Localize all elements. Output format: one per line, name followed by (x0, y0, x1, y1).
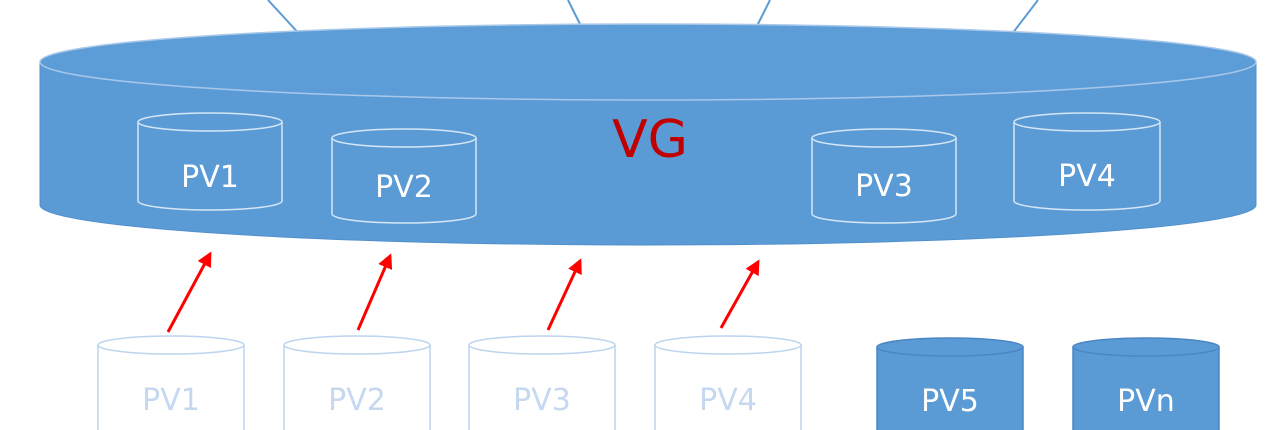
vg-pv-1: PV1 (137, 112, 283, 211)
vg-pv-3-label: PV3 (855, 169, 913, 204)
connector-line-4 (1011, 0, 1039, 35)
arrow-up-right-icon (719, 259, 760, 329)
available-pv-n-label: PVn (1117, 384, 1175, 419)
vg-label: VG (612, 110, 688, 170)
vg-pv-3: PV3 (811, 128, 957, 224)
arrow-up-right-icon (356, 253, 393, 331)
vg-pv-group: PV1 PV2 PV3 PV4 (137, 112, 1161, 224)
free-pv-1: PV1 (97, 335, 245, 430)
free-pv-2-label: PV2 (328, 383, 386, 418)
connector-line-2 (567, 0, 583, 29)
free-pv-2: PV2 (283, 335, 431, 430)
connector-line-3 (755, 0, 771, 29)
vg-pv-2-label: PV2 (375, 170, 433, 205)
vg-cylinder: VG (39, 23, 1257, 246)
vg-pv-1-label: PV1 (181, 160, 239, 195)
vg-pv-4: PV4 (1013, 112, 1161, 211)
free-pv-3: PV3 (468, 335, 616, 430)
unassigned-pv-group: PV1 PV2 PV3 PV4 (97, 335, 802, 430)
arrow-up-right-icon (546, 258, 582, 331)
arrow-up-right-icon (166, 251, 212, 333)
assignment-arrows (166, 251, 760, 333)
available-pv-5-label: PV5 (921, 384, 979, 419)
free-pv-4: PV4 (654, 335, 802, 430)
vg-pv-4-label: PV4 (1058, 159, 1116, 194)
vg-top (39, 23, 1257, 101)
available-pv-group: PV5 PVn (876, 337, 1220, 430)
available-pv-n: PVn (1072, 337, 1220, 430)
vg-pv-2: PV2 (331, 128, 477, 224)
free-pv-1-label: PV1 (142, 383, 200, 418)
vg-body (39, 61, 1257, 246)
free-pv-4-label: PV4 (699, 383, 757, 418)
free-pv-3-label: PV3 (513, 383, 571, 418)
available-pv-5: PV5 (876, 337, 1024, 430)
